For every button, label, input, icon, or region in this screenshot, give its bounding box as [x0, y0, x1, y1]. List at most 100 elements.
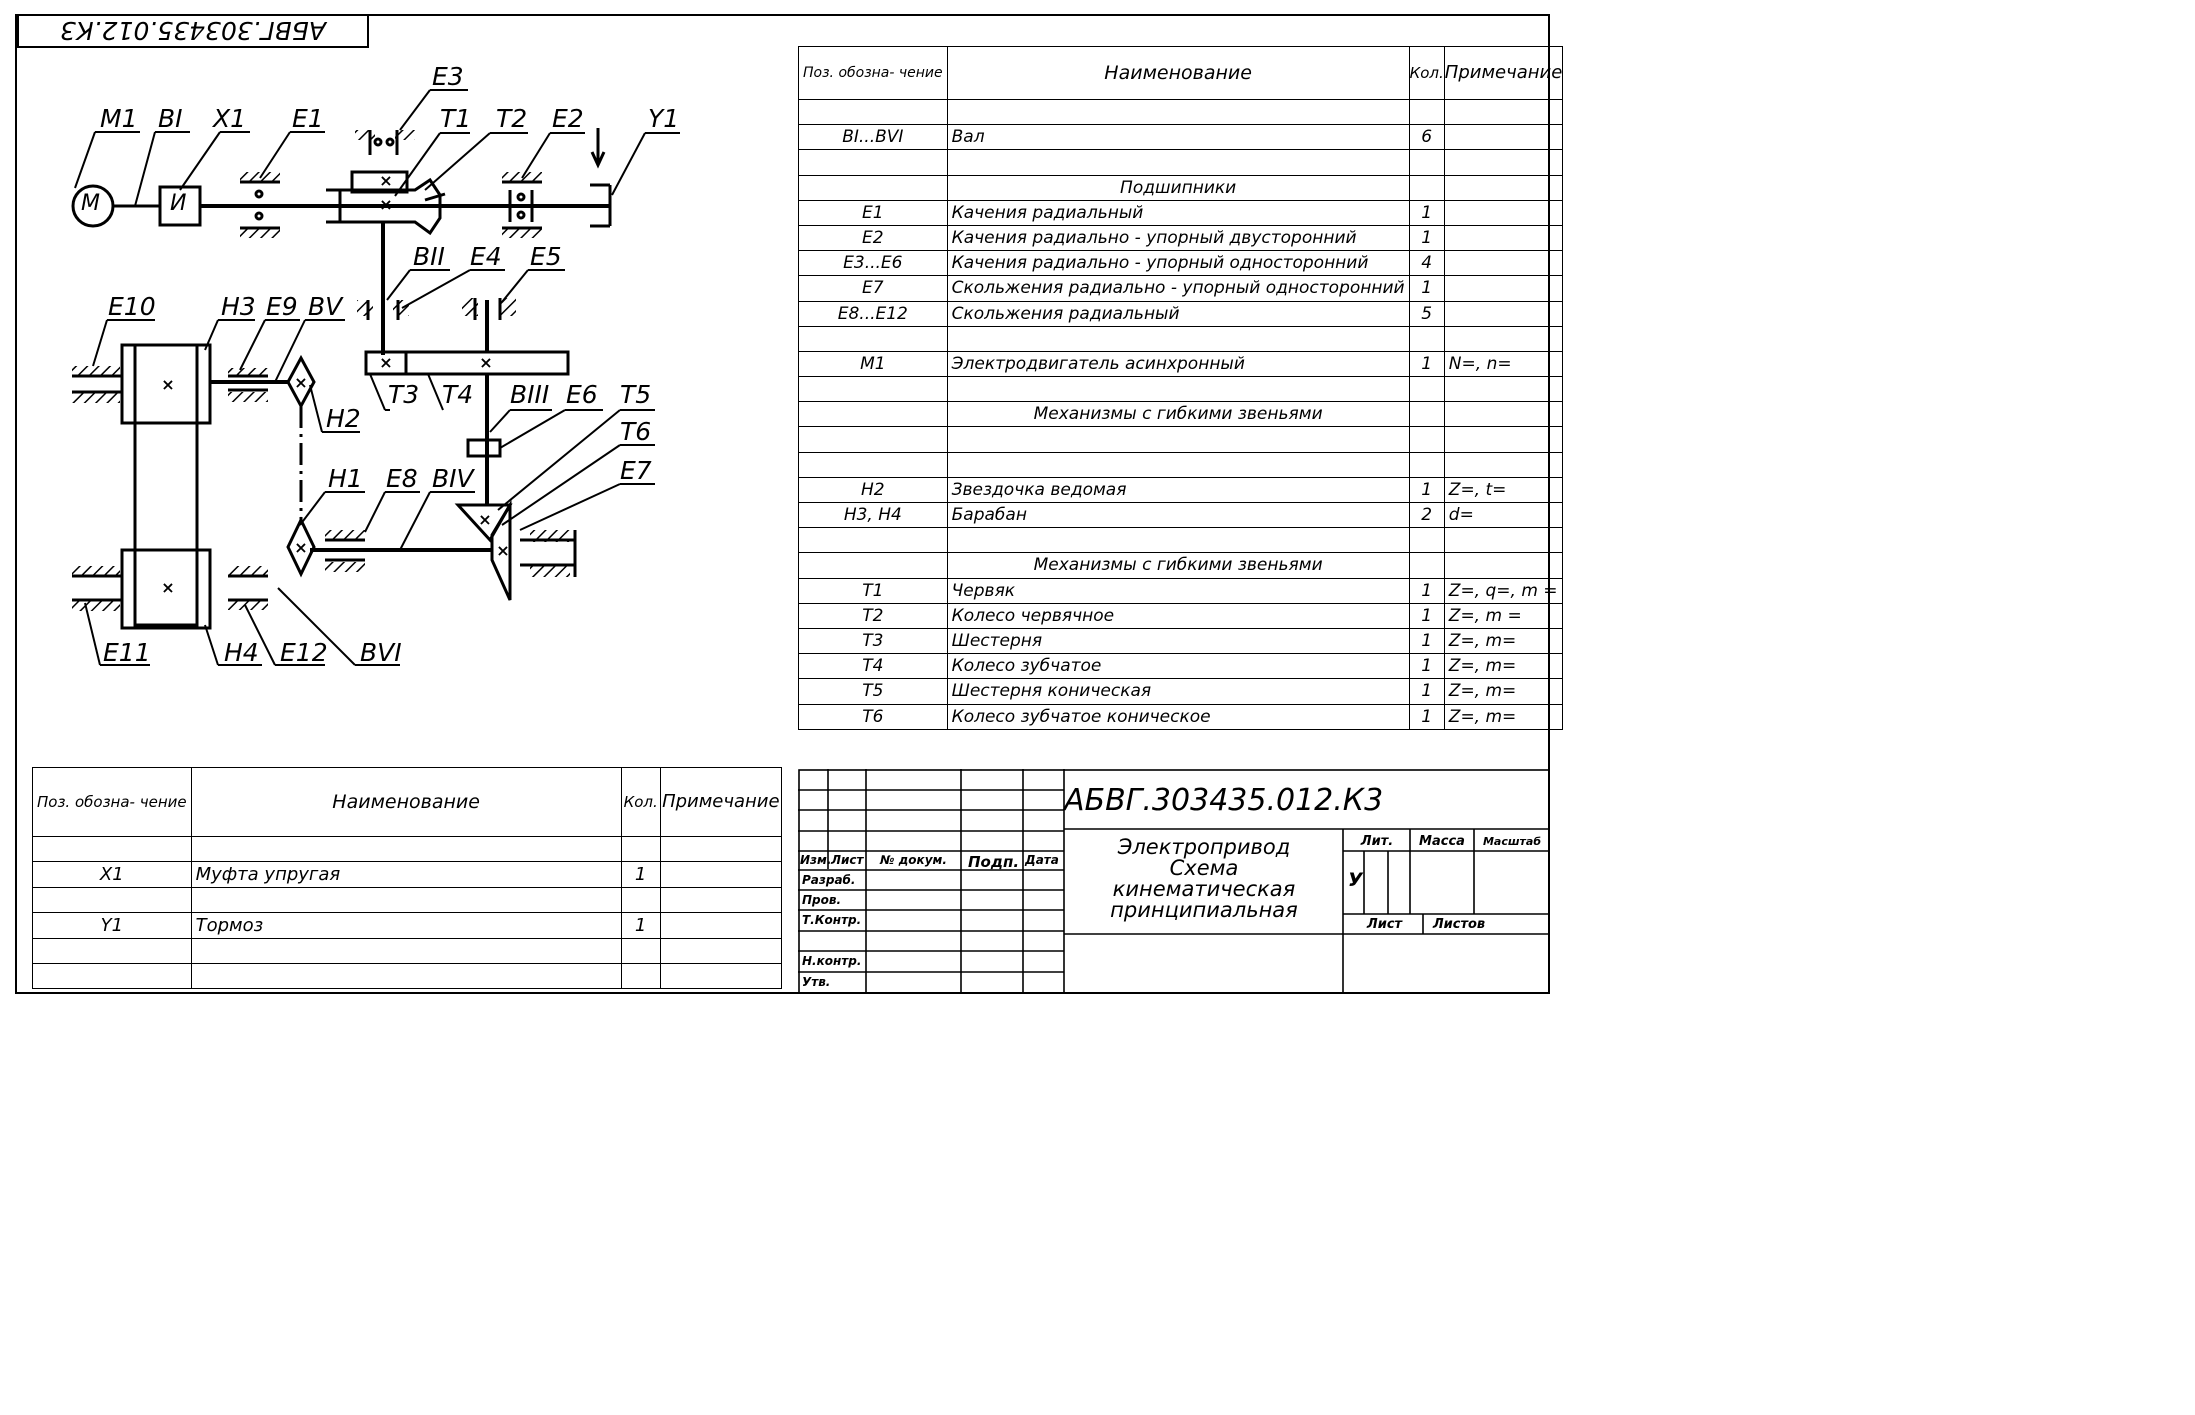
main-spec-cell-pos: H3, H4 — [798, 501, 948, 529]
label-h2: H2 — [326, 404, 361, 433]
small-spec-cell-name: Муфта упругая — [190, 861, 622, 888]
main-spec-cell-pos: BI...BVI — [798, 124, 948, 151]
small-header-pos: Поз. обозна- чение — [32, 767, 192, 837]
main-spec-cell-pos: T4 — [798, 653, 948, 680]
main-spec-cell-note: Z=, m= — [1443, 703, 1564, 730]
main-spec-cell-name — [946, 149, 1410, 176]
svg-text:×: × — [161, 578, 174, 597]
label-t5: T5 — [620, 380, 652, 409]
small-spec-cell-note — [659, 835, 783, 863]
label-t4: T4 — [442, 380, 474, 409]
main-spec-cell-pos: E2 — [798, 224, 948, 252]
main-spec-row — [798, 325, 1564, 352]
label-e7: E7 — [620, 456, 652, 485]
label-e2: E2 — [552, 104, 584, 133]
sheets-label: Листов — [1432, 917, 1486, 932]
main-spec-cell-pos: E1 — [798, 199, 948, 226]
title-line-3: кинематическая — [1112, 877, 1296, 901]
small-spec-cell-pos — [32, 886, 192, 914]
main-spec-cell-note — [1443, 325, 1564, 352]
kinematic-scheme: ×× ×× ×× ×× ×× — [71, 89, 680, 666]
main-spec-cell-name: Шестерня коническая — [946, 678, 1410, 705]
main-spec-row — [798, 376, 1564, 403]
main-spec-cell-pos: T2 — [798, 602, 948, 629]
svg-text:×: × — [478, 510, 491, 529]
main-spec-cell-pos: T3 — [798, 627, 948, 655]
main-spec-cell-qty — [1408, 98, 1445, 126]
label-m1: M1 — [100, 104, 138, 133]
main-spec-cell-qty — [1408, 376, 1445, 403]
small-spec-cell-name — [190, 962, 622, 990]
small-spec-cell-qty — [620, 835, 661, 863]
main-spec-cell-qty: 1 — [1408, 224, 1445, 252]
doc-code: АБВГ.303435.012.К3 — [1064, 783, 1384, 818]
main-spec-cell-note — [1443, 275, 1564, 302]
main-spec-cell-note — [1443, 124, 1564, 151]
small-spec-row — [32, 835, 783, 863]
main-spec-cell-note — [1443, 149, 1564, 176]
col-doc: № докум. — [880, 853, 947, 867]
main-spec-cell-qty — [1408, 426, 1445, 453]
label-biii: BIII — [510, 380, 550, 409]
svg-text:×: × — [294, 373, 307, 392]
main-spec-cell-qty: 5 — [1408, 300, 1445, 327]
main-spec-cell-qty — [1408, 149, 1445, 176]
main-spec-cell-pos: T5 — [798, 678, 948, 705]
main-spec-cell-qty — [1408, 451, 1445, 478]
label-y1: Y1 — [648, 104, 680, 133]
main-spec-row — [798, 451, 1564, 478]
small-spec-cell-pos — [32, 937, 192, 964]
main-spec-cell-note: Z=, m= — [1443, 627, 1564, 655]
main-spec-cell-name: Механизмы с гибкими звеньями — [946, 401, 1410, 428]
small-spec-cell-note — [659, 886, 783, 914]
main-spec-row — [798, 149, 1564, 176]
label-e12: E12 — [280, 638, 328, 667]
svg-text:×: × — [496, 541, 509, 560]
title-block: Изм. Лист № докум. Подп. Дата Разраб. Пр… — [798, 769, 1550, 994]
small-spec-cell-pos — [32, 835, 192, 863]
small-spec-header: Поз. обозна- чение Наименование Кол. При… — [32, 767, 783, 837]
main-spec-cell-pos: H2 — [798, 476, 948, 504]
main-spec-cell-note: Z=, m = — [1443, 602, 1564, 629]
small-spec-cell-name — [190, 937, 622, 964]
small-spec-row — [32, 962, 783, 990]
label-h4: H4 — [224, 638, 259, 667]
main-spec-cell-qty: 4 — [1408, 250, 1445, 277]
coupling-letter: И — [170, 191, 187, 216]
main-spec-cell-name — [946, 426, 1410, 453]
small-spec-cell-name — [190, 835, 622, 863]
label-bi: BI — [158, 104, 183, 133]
scale-label: Масштаб — [1482, 835, 1542, 848]
main-spec-cell-note — [1443, 300, 1564, 327]
title-line-4: принципиальная — [1110, 898, 1298, 922]
main-spec-cell-qty: 1 — [1408, 627, 1445, 655]
small-spec-cell-qty — [620, 886, 661, 914]
main-spec-cell-qty: 1 — [1408, 602, 1445, 629]
main-spec-cell-qty — [1408, 174, 1445, 201]
small-spec-cell-pos — [32, 962, 192, 990]
small-spec-cell-name — [190, 886, 622, 914]
sheet-label: Лист — [1366, 917, 1403, 932]
label-e1: E1 — [292, 104, 324, 133]
main-spec-cell-name — [946, 325, 1410, 352]
main-spec-cell-note — [1443, 98, 1564, 126]
main-spec-cell-pos: M1 — [798, 350, 948, 378]
main-spec-cell-note — [1443, 376, 1564, 403]
label-bv: BV — [308, 292, 343, 321]
main-spec-cell-pos — [798, 376, 948, 403]
col-izm: Изм. — [800, 853, 832, 867]
label-e5: E5 — [530, 242, 562, 271]
lit-label: Лит. — [1360, 834, 1394, 849]
main-spec-cell-pos — [798, 174, 948, 201]
